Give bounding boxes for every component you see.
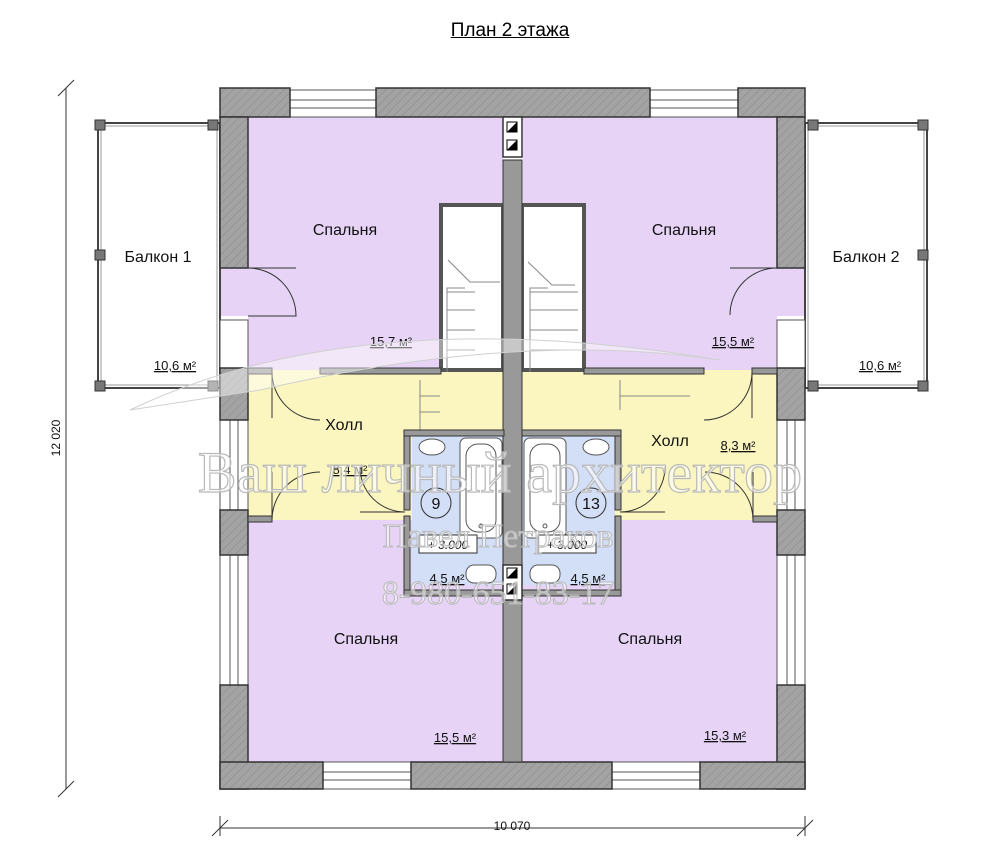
hall-right-area: 8,3 м² bbox=[721, 438, 757, 453]
balcony-left-area: 10,6 м² bbox=[154, 358, 197, 373]
partitions bbox=[247, 159, 778, 763]
bedroom-bottom-left-area: 15,5 м² bbox=[434, 730, 477, 745]
walls bbox=[219, 87, 806, 790]
bedroom-top-right-area: 15,5 м² bbox=[712, 334, 755, 349]
bath-right-number-circle bbox=[575, 487, 607, 519]
bath-left-number: 9 bbox=[432, 496, 441, 513]
balconies bbox=[94, 119, 929, 392]
watermark: Ваш личный архитектор Павел Петраков 8-9… bbox=[129, 338, 803, 613]
bath-right-level-box bbox=[537, 534, 597, 554]
doors bbox=[247, 267, 778, 521]
balcony-right-doorway-fill bbox=[775, 268, 805, 316]
balcony-left-doorway-fill bbox=[220, 268, 250, 316]
bath-left-level-box bbox=[418, 534, 478, 554]
watermark-line3: 8-980-651-83-17 bbox=[382, 575, 614, 612]
bedroom-bottom-right-area: 15,3 м² bbox=[704, 728, 747, 743]
stairwells bbox=[419, 203, 690, 430]
plan-title: План 2 этажа bbox=[450, 20, 570, 41]
bedroom-bottom-right-name: Спальня bbox=[618, 631, 682, 648]
bath-left-area: 4,5 м² bbox=[430, 571, 466, 586]
bath-left-level: + 3.000 bbox=[428, 538, 469, 552]
windows bbox=[219, 89, 806, 790]
bedroom-top-right-name: Спальня bbox=[652, 222, 716, 239]
bedroom-top-left-name: Спальня bbox=[313, 222, 377, 239]
bath-right-area: 4,5 м² bbox=[571, 571, 607, 586]
hall-left-name: Холл bbox=[325, 417, 363, 434]
watermark-swoosh bbox=[129, 338, 721, 411]
balcony-right-outline bbox=[804, 122, 928, 389]
dimension-lines bbox=[57, 79, 814, 837]
balcony-left-name: Балкон 1 bbox=[125, 249, 192, 266]
hall-left-area: 8,4 м² bbox=[333, 462, 369, 477]
bedroom-bottom-left-name: Спальня bbox=[334, 631, 398, 648]
hall-right-name: Холл bbox=[651, 433, 689, 450]
balcony-right-area: 10,6 м² bbox=[859, 358, 902, 373]
bath-right-level: + 3.000 bbox=[547, 538, 588, 552]
bath-left-number-circle bbox=[420, 487, 452, 519]
watermark-line1: Ваш личный архитектор bbox=[198, 440, 802, 505]
dimension-width: 10 070 bbox=[494, 819, 531, 833]
balcony-left-outline bbox=[97, 122, 221, 389]
bath-right-number: 13 bbox=[582, 496, 600, 513]
bathroom-fixtures bbox=[418, 437, 610, 584]
balcony-right-name: Балкон 2 bbox=[833, 249, 900, 266]
dimension-height: 12 020 bbox=[49, 419, 63, 456]
ventilation-shafts bbox=[502, 116, 523, 601]
bedroom-top-left-area: 15,7 м² bbox=[370, 334, 413, 349]
watermark-line2: Павел Петраков bbox=[383, 518, 614, 555]
room-labels: Балкон 1 10,6 м² Балкон 2 10,6 м² Спальн… bbox=[125, 222, 902, 745]
